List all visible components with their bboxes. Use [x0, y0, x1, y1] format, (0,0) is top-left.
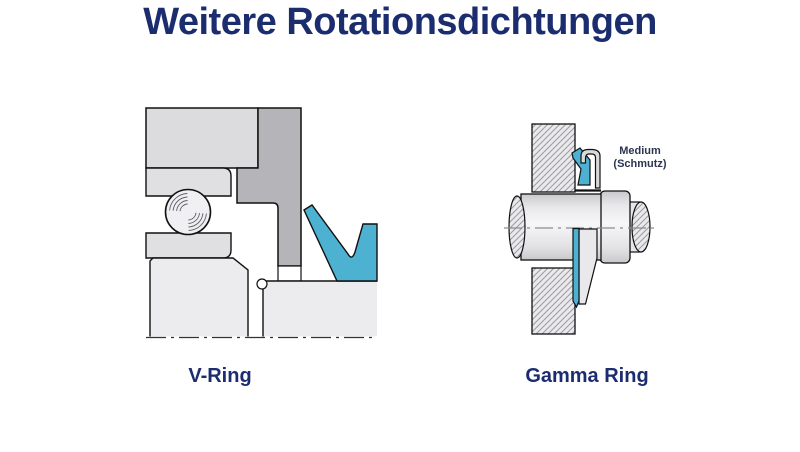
caption-gamma-ring: Gamma Ring [525, 365, 649, 387]
housing-wall-lower [531, 267, 576, 335]
medium-annotation-line2: (Schmutz) [613, 158, 667, 170]
caption-v-ring: V-Ring [188, 365, 252, 387]
shaft-break-face-left [508, 195, 526, 259]
medium-annotation-line1: Medium [619, 145, 661, 157]
seal-metal-case [580, 148, 601, 189]
v-ring-seal [303, 204, 378, 282]
flinger-washer [578, 228, 598, 305]
page-title: Weitere Rotationsdichtungen [143, 1, 657, 43]
flinger-seal-strip [572, 227, 580, 309]
medium-annotation: Medium (Schmutz) [598, 145, 682, 171]
spacer-ring [277, 265, 302, 282]
bearing-ball [164, 188, 212, 236]
v-ring-diagram [145, 107, 378, 339]
bearing-inner-ring [145, 232, 232, 259]
shaft-collar [599, 190, 631, 264]
shaft-shoulder-block [150, 258, 248, 337]
shaft-break-face-right [631, 201, 651, 253]
housing-wall-upper [531, 123, 576, 193]
relief-notch [256, 278, 268, 290]
ball-shading-arcs [169, 193, 207, 231]
gamma-ring-diagram [504, 123, 656, 335]
shaft-sleeve-block [263, 281, 377, 337]
shaft-shoulder-outline [149, 257, 249, 337]
bearing-outer-ring [145, 167, 232, 197]
housing-block [145, 107, 259, 169]
